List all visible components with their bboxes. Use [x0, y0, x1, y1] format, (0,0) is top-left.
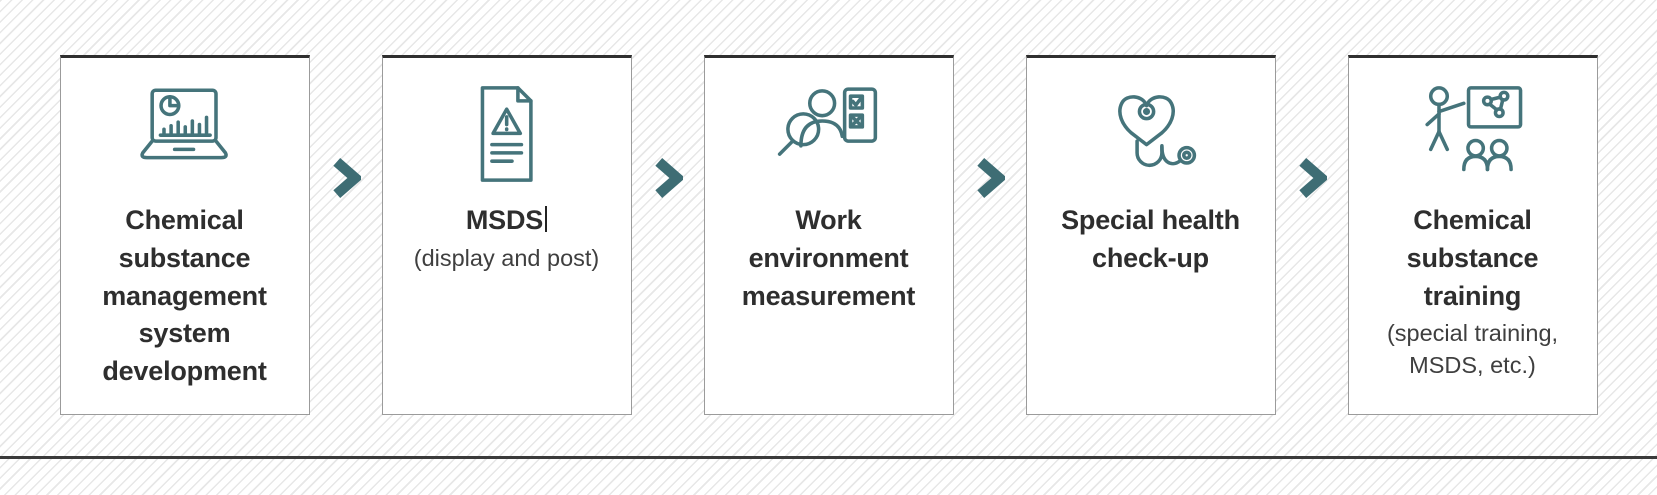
- stethoscope-heart-icon: [1049, 78, 1253, 190]
- step-title: MSDS: [405, 202, 609, 240]
- step-title: Chemical substance training: [1406, 205, 1539, 311]
- flow-step-card-1: Chemical substance management system dev…: [59, 55, 310, 415]
- training-presentation-icon: [1371, 78, 1575, 190]
- flow-step-card-2: MSDS (display and post): [381, 55, 632, 415]
- step-title: Chemical substance management system dev…: [102, 205, 267, 387]
- chevron-right-icon: [324, 155, 368, 201]
- magnifier-inspection-checklist-icon: [727, 78, 931, 190]
- step-title: Special health check-up: [1061, 205, 1240, 273]
- bottom-divider: [0, 456, 1657, 459]
- step-title: Work environment measurement: [741, 205, 916, 311]
- chevron-right-icon: [646, 155, 690, 201]
- text-caret: [545, 206, 548, 232]
- flow-step-card-5: Chemical substance training (special tra…: [1347, 55, 1598, 415]
- msds-warning-document-icon: [405, 78, 609, 190]
- step-subtitle: (display and post): [413, 244, 600, 271]
- flow-row: Chemical substance management system dev…: [0, 55, 1657, 415]
- chevron-right-icon: [968, 155, 1012, 201]
- laptop-analytics-icon: [83, 78, 287, 190]
- flow-step-card-4: Special health check-up: [1025, 55, 1276, 415]
- chevron-right-icon: [1290, 155, 1334, 201]
- step-title-text: MSDS: [465, 205, 544, 235]
- step-subtitle: (special training, MSDS, etc.): [1386, 320, 1559, 379]
- flow-step-card-3: Work environment measurement: [703, 55, 954, 415]
